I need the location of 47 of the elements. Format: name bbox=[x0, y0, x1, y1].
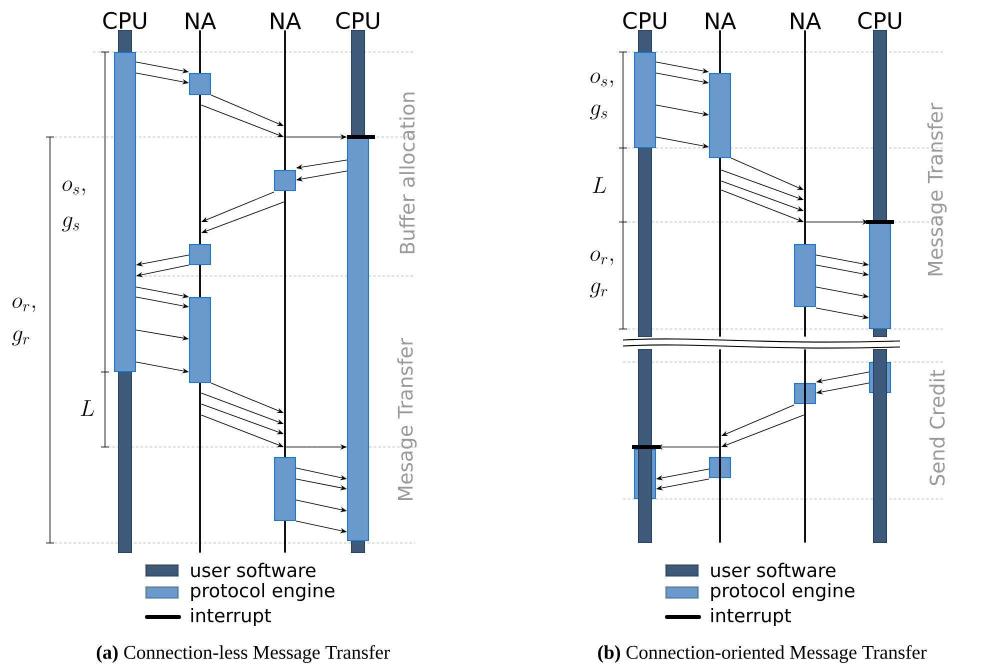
lifeline bbox=[804, 349, 806, 543]
legend-text: user software bbox=[191, 562, 316, 578]
parameter-label: $g_r$ bbox=[590, 282, 608, 298]
parameter-label: $g_s$ bbox=[590, 104, 608, 120]
node-label: CPU bbox=[103, 12, 146, 30]
phase-label: Mesage Transfer bbox=[397, 338, 417, 500]
parameter-label: $o_s,$ bbox=[62, 180, 85, 196]
protocol-engine-bar bbox=[189, 244, 211, 265]
parameter-label: $g_s$ bbox=[62, 216, 80, 232]
lifeline-bar bbox=[638, 349, 652, 543]
node-label: NA bbox=[186, 12, 216, 30]
protocol-engine-bar bbox=[347, 137, 369, 542]
protocol-engine-bar bbox=[189, 297, 211, 383]
parameter-label: $o_r,$ bbox=[590, 250, 614, 266]
lifeline-bar bbox=[873, 349, 887, 543]
phase-label: Send Credit bbox=[929, 370, 945, 486]
legend-text: interrupt bbox=[191, 608, 272, 626]
protocol-engine-bar bbox=[709, 457, 731, 478]
legend-text: protocol engine bbox=[191, 582, 334, 602]
parameter-label: $o_s,$ bbox=[590, 72, 613, 88]
node-label: NA bbox=[270, 12, 302, 30]
caption: (b) Connection-oriented Message Transfer bbox=[598, 645, 927, 663]
protocol-engine-bar bbox=[794, 244, 816, 307]
legend-text: protocol engine bbox=[711, 582, 854, 602]
protocol-engine-bar bbox=[709, 73, 731, 158]
node-label: CPU bbox=[336, 12, 380, 30]
protocol-engine-bar bbox=[794, 383, 816, 404]
legend-text: user software bbox=[711, 562, 836, 578]
lifeline: NA bbox=[271, 12, 302, 553]
parameter-label: $g_r$ bbox=[12, 330, 30, 346]
protocol-engine-bar bbox=[189, 73, 211, 95]
protocol-engine-bar bbox=[634, 52, 656, 148]
node-label: NA bbox=[790, 12, 822, 30]
node-label: CPU bbox=[858, 12, 902, 30]
phase-label: Buffer allocation bbox=[399, 92, 415, 254]
parameter-label: $L$ bbox=[592, 177, 606, 193]
protocol-engine-bar bbox=[274, 457, 296, 521]
node-label: NA bbox=[706, 12, 736, 30]
phase-label: Message Transfer bbox=[927, 102, 947, 276]
node-label: CPU bbox=[623, 12, 666, 30]
protocol-engine-bar bbox=[114, 52, 136, 372]
parameter-label: $o_r,$ bbox=[12, 298, 36, 312]
legend-text: interrupt bbox=[711, 608, 792, 626]
caption: (a) Connection-less Message Transfer bbox=[96, 645, 390, 663]
protocol-engine-bar bbox=[274, 170, 296, 191]
parameter-label: $L$ bbox=[80, 400, 94, 416]
protocol-engine-bar bbox=[869, 222, 891, 329]
